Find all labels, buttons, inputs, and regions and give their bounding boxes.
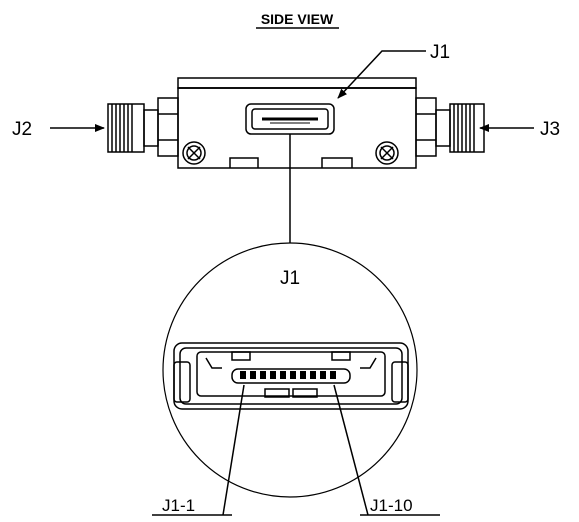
j3-label: J3 [540,119,560,140]
screw-right-icon [375,141,399,165]
pin-first-label: J1-1 [162,496,195,515]
j1-connector-small [245,103,335,135]
pin-last-leader [333,384,369,516]
pin-first-leader [222,384,245,516]
j1-detail-label: J1 [280,268,300,289]
j2-connector [107,97,179,157]
pin-last-label: J1-10 [370,496,413,515]
j1-top-label: J1 [430,42,450,63]
detail-circle [162,242,418,498]
diagram-title: SIDE VIEW [261,11,334,27]
j2-label: J2 [12,119,32,140]
j1-detail-pins [240,371,336,379]
j1-top-leader [337,50,426,99]
screw-left-icon [182,141,206,165]
j3-connector [415,97,485,157]
j1-connector-detail [173,342,409,410]
